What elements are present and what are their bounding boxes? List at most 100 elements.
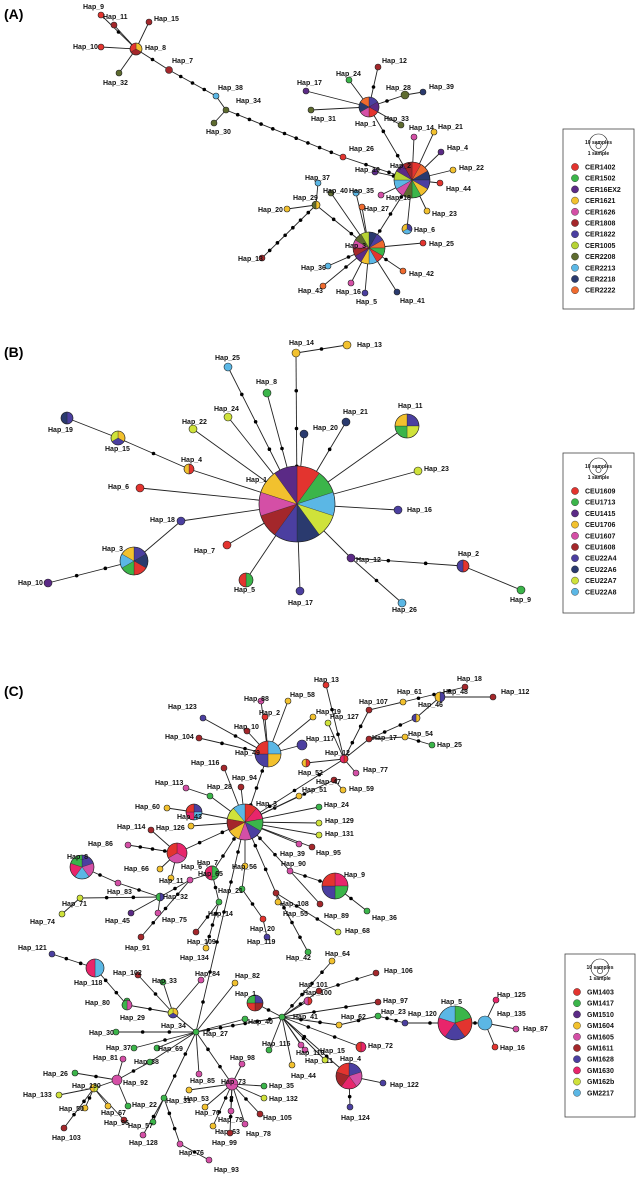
- haplotype-node: [257, 697, 265, 705]
- haplotype-node: [335, 1062, 363, 1090]
- median-vector: [210, 923, 215, 927]
- median-vector: [432, 692, 436, 697]
- median-vector: [306, 141, 310, 145]
- haplotype-node: [295, 792, 303, 800]
- median-vector: [173, 886, 177, 891]
- haplotype-label: Hap_17: [372, 735, 397, 742]
- median-vector: [140, 1030, 145, 1034]
- haplotype-label: Hap_9: [510, 597, 531, 604]
- haplotype-label: Hap_38: [218, 85, 243, 92]
- haplotype-label: Hap_126: [156, 825, 185, 832]
- legend-swatch: [571, 275, 579, 283]
- haplotype-node: [393, 288, 401, 296]
- legend-entry: GM162b: [587, 1079, 614, 1086]
- median-vector: [394, 1018, 398, 1023]
- haplotype-node: [374, 998, 382, 1006]
- haplotype-label: Hap_41: [400, 298, 425, 305]
- haplotype-label: Hap_15: [105, 446, 130, 453]
- haplotype-node: [456, 559, 470, 573]
- haplotype-label: Hap_99: [212, 1140, 237, 1147]
- haplotype-node: [477, 1015, 493, 1031]
- median-vector: [253, 843, 258, 848]
- haplotype-label: Hap_11: [103, 14, 128, 21]
- haplotype-label: Hap_22: [459, 165, 484, 172]
- haplotype-label: Hap_46: [418, 702, 443, 709]
- haplotype-label: Hap_23: [432, 211, 457, 218]
- median-vector: [253, 420, 258, 424]
- haplotype-label: Hap_33: [384, 116, 409, 123]
- haplotype-node: [199, 714, 207, 722]
- haplotype-node: [374, 63, 382, 71]
- haplotype-node: [176, 516, 186, 526]
- haplotype-label: Hap_22: [182, 419, 207, 426]
- scale-circle-small: [597, 968, 603, 974]
- haplotype-node: [302, 87, 310, 95]
- median-vector: [172, 1074, 177, 1078]
- haplotype-node: [155, 892, 165, 902]
- haplotype-label: Hap_124: [341, 1115, 370, 1122]
- haplotype-node: [238, 1060, 246, 1068]
- haplotype-label: Hap_33: [152, 978, 177, 985]
- legend-swatch: [571, 196, 579, 205]
- haplotype-node: [299, 429, 309, 439]
- haplotype-node: [111, 1074, 123, 1086]
- haplotype-label: Hap_41: [293, 1014, 318, 1021]
- haplotype-node: [104, 1102, 112, 1110]
- median-vector: [172, 1126, 177, 1131]
- median-vector: [192, 1150, 197, 1154]
- haplotype-label: Hap_81: [93, 1055, 118, 1062]
- haplotype-label: Hap_72: [368, 1043, 393, 1050]
- haplotype-node: [145, 18, 153, 26]
- median-vector: [384, 257, 388, 262]
- panel-label: (A): [4, 6, 23, 22]
- haplotype-label: Hap_2: [390, 163, 411, 170]
- haplotype-node: [291, 348, 301, 358]
- median-vector: [306, 210, 311, 215]
- scale-label-small: 1 sample: [588, 475, 610, 481]
- haplotype-label: Hap_105: [263, 1115, 292, 1122]
- haplotype-node: [48, 950, 56, 958]
- haplotype-node: [307, 106, 315, 114]
- haplotype-node: [121, 999, 133, 1011]
- legend-entry: CER1626: [585, 209, 615, 216]
- haplotype-label: Hap_20: [313, 425, 338, 432]
- median-vector: [302, 1034, 307, 1039]
- haplotype-label: Hap_90: [281, 861, 306, 868]
- haplotype-label: Hap_130: [72, 1083, 101, 1090]
- median-vector: [290, 1004, 294, 1008]
- median-vector: [220, 741, 224, 746]
- haplotype-node: [97, 11, 105, 19]
- haplotype-node: [363, 907, 371, 915]
- legend-entry: CER2213: [585, 265, 615, 272]
- haplotype-label: Hap_109: [187, 939, 216, 946]
- legend-entry: CER2222: [585, 288, 615, 295]
- haplotype-node: [393, 505, 403, 515]
- haplotype-label: Hap_7: [194, 548, 215, 555]
- median-vector: [229, 1098, 234, 1103]
- haplotype-label: Hap_4: [181, 457, 202, 464]
- median-vector: [163, 1038, 167, 1042]
- haplotype-label: Hap_26: [392, 607, 417, 614]
- haplotype-label: Hap_40: [248, 1019, 273, 1026]
- median-vector: [385, 1016, 389, 1021]
- median-vector: [298, 935, 302, 940]
- legend-entry: CER1822: [585, 232, 615, 239]
- haplotype-label: Hap_104: [165, 734, 194, 741]
- haplotype-label: Hap_8: [256, 379, 277, 386]
- haplotype-label: Hap_103: [52, 1135, 81, 1142]
- haplotype-label: Hap_3: [102, 546, 123, 553]
- haplotype-label: Hap_7: [197, 860, 218, 867]
- haplotype-label: Hap_89: [324, 913, 349, 920]
- scale-label-small: 1 sample: [589, 976, 611, 982]
- haplotype-node: [81, 1104, 89, 1112]
- haplotype-label: Hap_12: [325, 750, 350, 757]
- haplotype-label: Hap_95: [316, 850, 341, 857]
- haplotype-label: Hap_117: [306, 736, 335, 743]
- haplotype-label: Hap_83: [107, 889, 132, 896]
- haplotype-node: [436, 179, 444, 187]
- legend-swatch: [573, 999, 581, 1008]
- haplotype-node: [258, 465, 336, 543]
